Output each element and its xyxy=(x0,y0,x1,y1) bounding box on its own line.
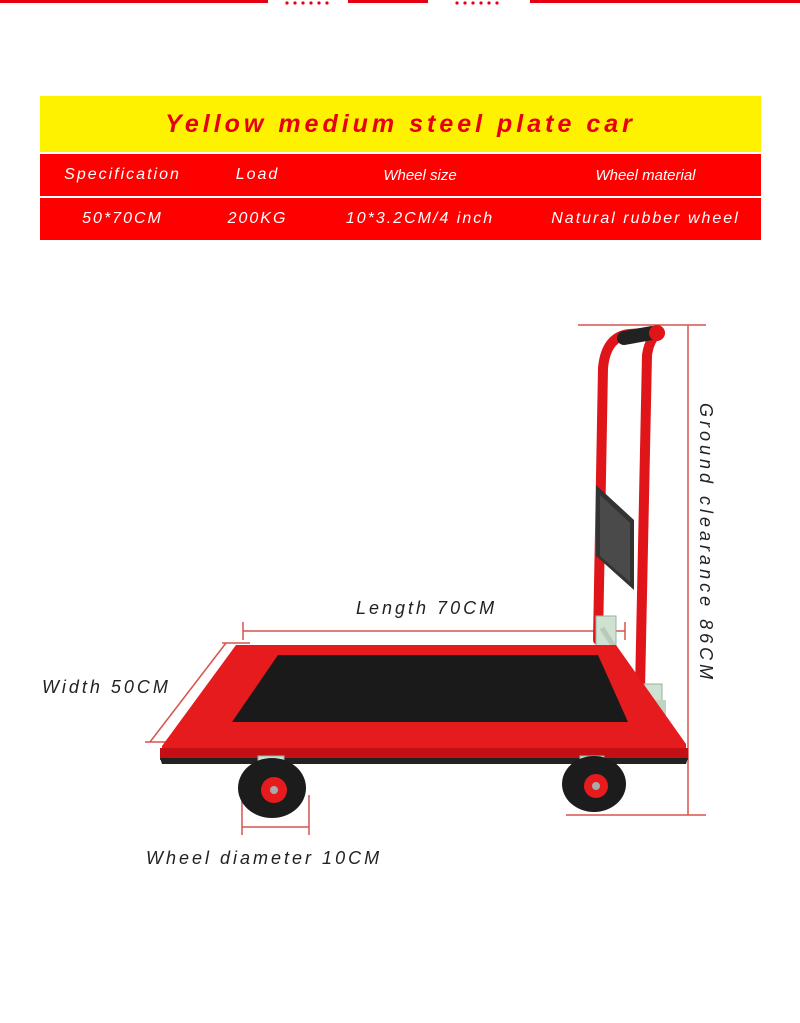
trolley-platform xyxy=(160,645,688,764)
value-wheel-size: 10*3.2CM/4 inch xyxy=(345,210,495,227)
header-wheel-size: Wheel size xyxy=(383,166,457,184)
header-specification: Specification xyxy=(64,166,181,183)
product-title: Yellow medium steel plate car xyxy=(40,96,761,152)
table-header-row: Specification Load Wheel size Wheel mate… xyxy=(40,154,761,196)
value-wheel-material: Natural rubber wheel xyxy=(551,210,740,227)
top-decoration xyxy=(0,0,800,5)
trolley-handle xyxy=(593,325,665,695)
spec-table: Yellow medium steel plate car Specificat… xyxy=(40,96,761,240)
table-row: 50*70CM 200KG 10*3.2CM/4 inch Natural ru… xyxy=(40,198,761,240)
right-wheel xyxy=(562,755,626,812)
length-dimension-line xyxy=(242,622,626,640)
trolley-illustration xyxy=(145,324,706,835)
wheel-diameter-label: Wheel diameter 10CM xyxy=(146,848,383,868)
width-label: Width 50CM xyxy=(42,677,171,697)
value-specification: 50*70CM xyxy=(82,210,163,227)
header-load: Load xyxy=(235,166,280,183)
ground-clearance-label: Ground clearance 86CM xyxy=(696,403,716,684)
value-load: 200KG xyxy=(227,210,288,227)
length-label: Length 70CM xyxy=(356,598,498,618)
header-wheel-material: Wheel material xyxy=(595,166,696,184)
left-wheel xyxy=(238,755,306,818)
height-dimension-line xyxy=(566,324,706,816)
